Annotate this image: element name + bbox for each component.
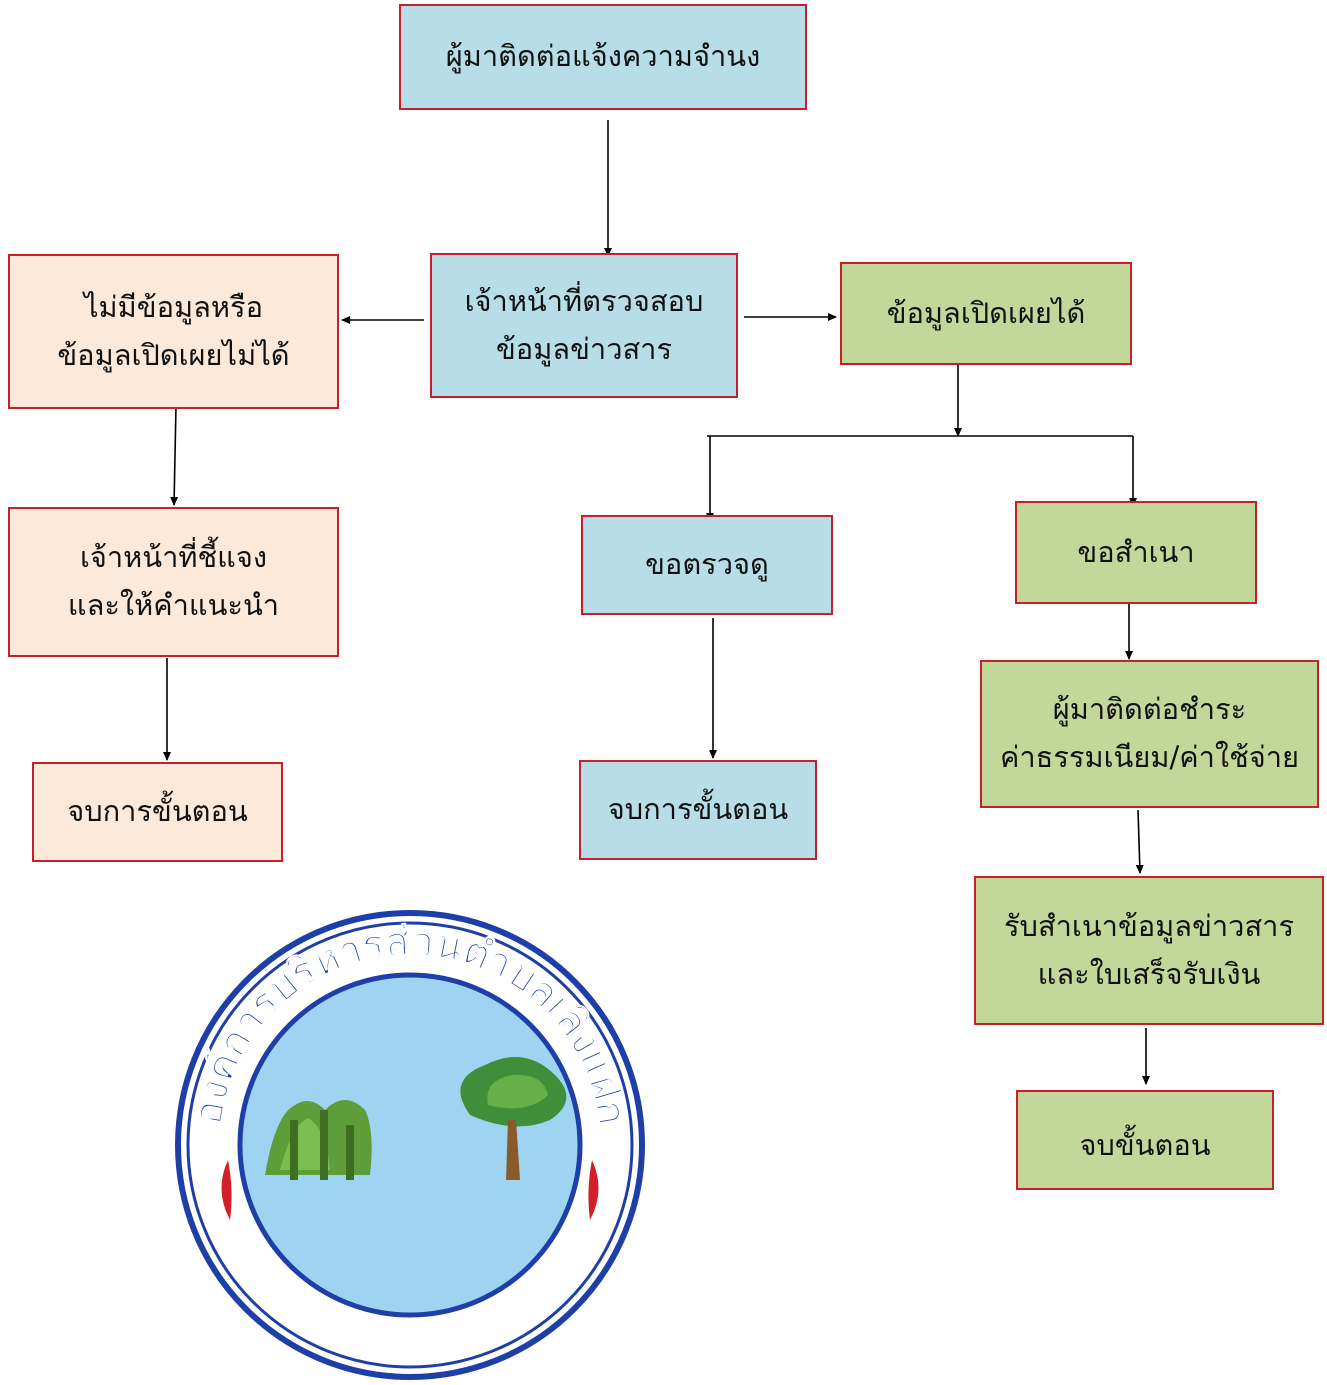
node-copy-request-label: ขอสำเนา: [1077, 534, 1195, 569]
node-end-right: จบขั้นตอน: [1016, 1090, 1274, 1190]
node-end-left-label: จบการขั้นตอน: [67, 794, 248, 829]
node-check: เจ้าหน้าที่ตรวจสอบ ข้อมูลข่าวสาร: [430, 253, 738, 398]
node-no-info: ไม่มีข้อมูลหรือ ข้อมูลเปิดเผยไม่ได้: [8, 254, 339, 409]
node-disclosable: ข้อมูลเปิดเผยได้: [840, 262, 1132, 365]
flow-connectors: [163, 120, 1150, 1085]
node-receive-copy-line1: รับสำเนาข้อมูลข่าวสาร: [1003, 908, 1295, 943]
node-receive-copy-line2: และใบเสร็จรับเงิน: [1037, 956, 1261, 991]
organization-seal: องค์การบริหารส่วนตำบลเลิงแฝก: [175, 910, 645, 1380]
node-disclosable-label: ข้อมูลเปิดเผยได้: [886, 295, 1086, 330]
node-no-info-line2: ข้อมูลเปิดเผยไม่ได้: [57, 337, 290, 372]
node-explain-line2: และให้คำแนะนำ: [67, 588, 280, 622]
seal-trees-icon: [265, 1057, 567, 1180]
node-end-left: จบการขั้นตอน: [32, 762, 283, 862]
arrow-no-info-to-explain: [170, 405, 179, 506]
node-pay-fee: ผู้มาติดต่อชำระ ค่าธรรมเนียม/ค่าใช้จ่าย: [980, 660, 1319, 808]
node-end-right-label: จบขั้นตอน: [1079, 1128, 1211, 1162]
node-inspect-label: ขอตรวจดู: [645, 547, 769, 582]
arrow-pay-to-receive: [1135, 809, 1144, 874]
node-end-middle-label: จบการขั้นตอน: [607, 792, 789, 827]
node-check-line2: ข้อมูลข่าวสาร: [495, 331, 673, 366]
node-pay-fee-line2: ค่าธรรมเนียม/ค่าใช้จ่าย: [999, 740, 1300, 774]
node-inspect: ขอตรวจดู: [581, 515, 833, 615]
node-copy-request: ขอสำเนา: [1015, 501, 1257, 604]
node-start-label: ผู้มาติดต่อแจ้งความจำนง: [445, 39, 761, 74]
node-end-middle: จบการขั้นตอน: [579, 760, 817, 860]
node-pay-fee-line1: ผู้มาติดต่อชำระ: [1052, 692, 1247, 727]
node-check-line1: เจ้าหน้าที่ตรวจสอบ: [464, 283, 704, 318]
node-no-info-line1: ไม่มีข้อมูลหรือ: [83, 289, 264, 324]
node-explain-line1: เจ้าหน้าที่ชี้แจง: [79, 540, 268, 575]
node-start: ผู้มาติดต่อแจ้งความจำนง: [399, 4, 807, 110]
node-receive-copy: รับสำเนาข้อมูลข่าวสาร และใบเสร็จรับเงิน: [974, 876, 1324, 1025]
node-explain: เจ้าหน้าที่ชี้แจง และให้คำแนะนำ: [8, 507, 339, 657]
